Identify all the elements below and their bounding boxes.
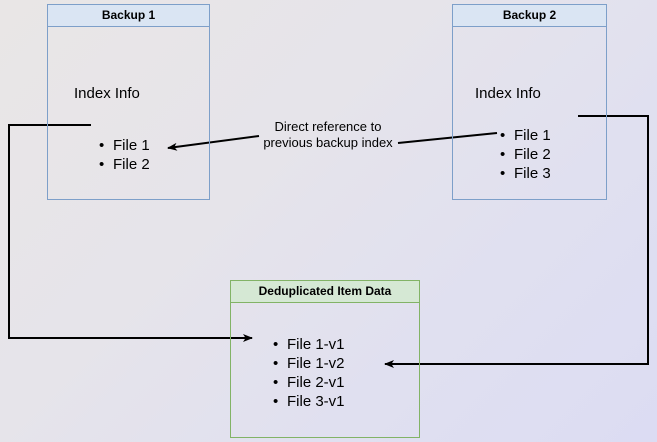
connector-label-to-backup1-file2 — [167, 135, 260, 151]
list-item: File 2 — [99, 155, 150, 174]
node-deduplicated-item-data-body: File 1-v1 File 1-v2 File 2-v1 File 3-v1 — [231, 303, 419, 437]
node-backup-2-body: Index Info File 1 File 2 File 3 — [453, 27, 606, 199]
list-item: File 2-v1 — [273, 373, 345, 392]
node-backup-2[interactable]: Backup 2 Index Info File 1 File 2 File 3 — [452, 4, 607, 200]
node-backup-2-file-list: File 1 File 2 File 3 — [500, 126, 551, 183]
connector-backup1-file1-to-dedup — [8, 124, 253, 342]
node-backup-1-file-list: File 1 File 2 — [99, 136, 150, 174]
connector-backup2-file1-to-dedup — [384, 115, 649, 368]
list-item: File 1 — [99, 136, 150, 155]
annotation-direct-reference: Direct reference to previous backup inde… — [253, 119, 403, 151]
node-backup-1[interactable]: Backup 1 Index Info File 1 File 2 — [47, 4, 210, 200]
list-item: File 1 — [500, 126, 551, 145]
list-item: File 3-v1 — [273, 392, 345, 411]
list-item: File 2 — [500, 145, 551, 164]
node-backup-2-title: Backup 2 — [453, 5, 606, 27]
annotation-line-1: Direct reference to — [274, 119, 382, 134]
node-backup-1-title: Backup 1 — [48, 5, 209, 27]
node-backup-1-body: Index Info File 1 File 2 — [48, 27, 209, 199]
node-deduplicated-file-list: File 1-v1 File 1-v2 File 2-v1 File 3-v1 — [273, 335, 345, 411]
connector-backup2-file2-to-label — [397, 132, 498, 144]
annotation-line-2: previous backup index — [263, 135, 393, 150]
node-deduplicated-item-data[interactable]: Deduplicated Item Data File 1-v1 File 1-… — [230, 280, 420, 438]
list-item: File 3 — [500, 164, 551, 183]
node-backup-1-section-label: Index Info — [74, 85, 140, 102]
list-item: File 1-v1 — [273, 335, 345, 354]
node-backup-2-section-label: Index Info — [475, 85, 541, 102]
list-item: File 1-v2 — [273, 354, 345, 373]
node-deduplicated-item-data-title: Deduplicated Item Data — [231, 281, 419, 303]
